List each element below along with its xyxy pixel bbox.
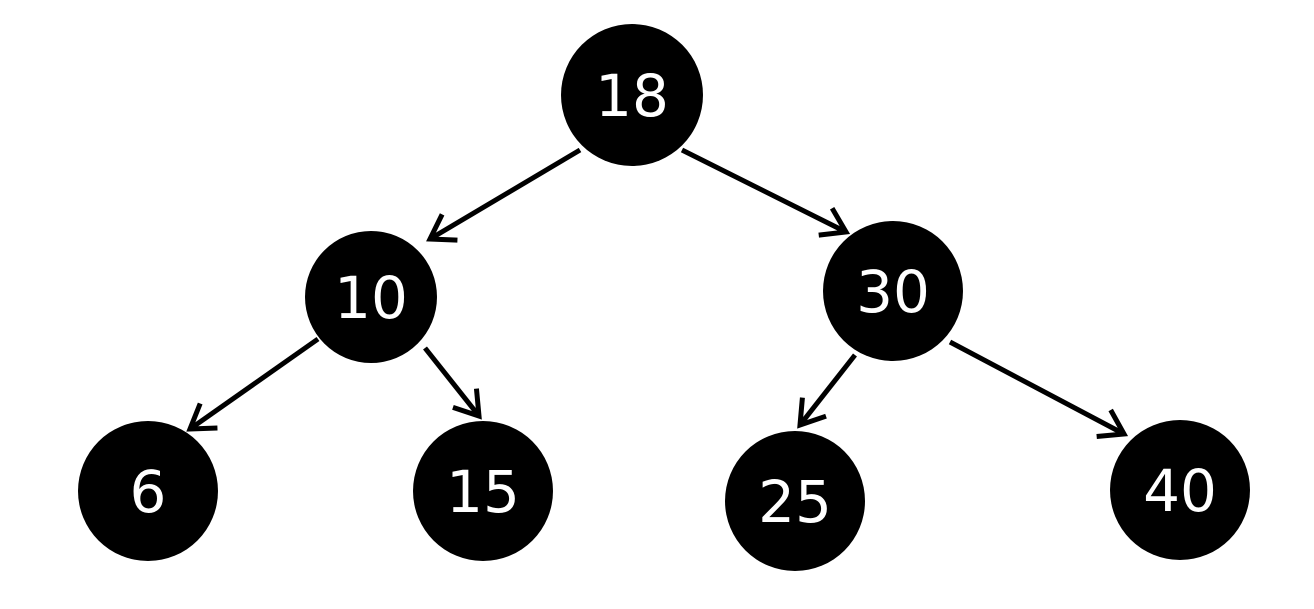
node-label-18: 18 (595, 62, 669, 130)
tree-node-30: 30 (823, 221, 963, 361)
node-label-10: 10 (334, 264, 408, 332)
edge-18-to-10 (426, 147, 582, 243)
node-circle-30 (823, 221, 963, 361)
edge-30-to-25 (797, 353, 857, 429)
node-label-25: 25 (758, 468, 832, 536)
tree-node-15: 15 (413, 421, 553, 561)
node-circle-15 (413, 421, 553, 561)
node-label-15: 15 (446, 458, 520, 526)
tree-node-10: 10 (305, 231, 437, 363)
edges-layer (186, 147, 1129, 439)
edge-30-to-40 (948, 339, 1129, 439)
tree-node-18: 18 (561, 24, 703, 166)
node-label-40: 40 (1143, 457, 1217, 525)
node-label-6: 6 (130, 458, 167, 526)
node-circle-25 (725, 431, 865, 571)
nodes-layer: 18 10 30 6 15 25 40 (78, 24, 1250, 571)
node-circle-10 (305, 231, 437, 363)
node-circle-6 (78, 421, 218, 561)
node-circle-18 (561, 24, 703, 166)
edge-10-to-15 (423, 346, 482, 420)
node-label-30: 30 (856, 258, 930, 326)
node-circle-40 (1110, 420, 1250, 560)
tree-node-40: 40 (1110, 420, 1250, 560)
tree-node-25: 25 (725, 431, 865, 571)
edge-18-to-30 (680, 147, 851, 238)
tree-node-6: 6 (78, 421, 218, 561)
edge-10-to-6 (186, 336, 320, 432)
